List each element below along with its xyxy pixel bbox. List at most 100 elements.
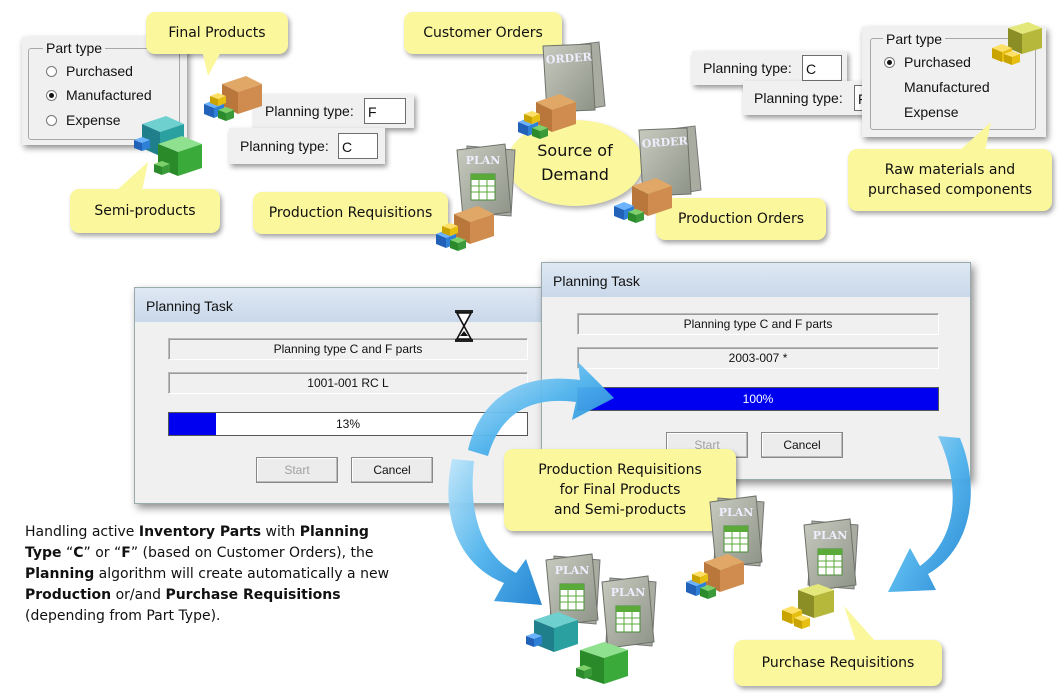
callout-production-orders: Production Orders [656, 198, 826, 240]
progress-fill [169, 413, 216, 435]
callout-tail [959, 122, 991, 151]
cancel-button[interactable]: Cancel [351, 457, 433, 483]
radio-button[interactable] [46, 114, 57, 126]
planning-type-label: Planning type: [240, 138, 329, 154]
doc-plan-label: PLAN [813, 529, 848, 542]
radio-expense[interactable]: Expense [46, 112, 120, 128]
plan-document-icon: PLAN [709, 495, 765, 569]
planning-type-label: Planning type: [265, 103, 354, 119]
radio-expense[interactable]: Expense [904, 104, 958, 120]
desc-bold: Inventory Parts [138, 524, 262, 540]
desc-bold: Planning [25, 566, 95, 582]
desc-text: (depending from Part Type). [25, 608, 221, 624]
desc-bold: F [121, 545, 131, 561]
callout-purchase-requisitions: Purchase Requisitions [734, 640, 942, 686]
description-text: Handling active Inventory Parts with Pla… [25, 522, 405, 627]
plan-document-icon: PLAN [601, 575, 657, 649]
planning-type-label: Planning type: [703, 60, 792, 76]
desc-text: with [261, 524, 300, 540]
planning-type-box-c-right: Planning type: C [692, 51, 847, 85]
product-boxes-icon [518, 94, 576, 139]
planning-task-dialog-left: Planning Task Planning type C and F part… [134, 287, 554, 504]
callout-production-requisitions: Production Requisitions [253, 192, 448, 234]
planning-type-field[interactable]: C [802, 55, 842, 81]
callout-text: Final Products [168, 25, 266, 41]
source-of-demand-ellipse: Source of Demand [507, 120, 643, 206]
callout-text-line1: Production Requisitions [538, 462, 702, 478]
order-document-icon: ORDER [638, 125, 702, 199]
desc-bold: Production [25, 587, 112, 603]
radio-manufactured[interactable]: Manufactured [46, 87, 152, 103]
desc-text: “ [61, 545, 74, 561]
curved-arrow-icon [468, 362, 614, 456]
part-type-legend: Part type [43, 40, 106, 56]
semi-product-boxes-icon [134, 116, 202, 176]
curved-arrow-icon [448, 459, 542, 605]
radio-label: Expense [66, 112, 121, 128]
callout-text: Production Orders [677, 211, 804, 227]
part-type-legend: Part type [883, 31, 946, 47]
callout-raw-materials: Raw materials and purchased components [848, 149, 1052, 211]
callout-customer-orders: Customer Orders [404, 12, 562, 54]
radio-purchased[interactable]: Purchased [46, 63, 133, 79]
part-type-fieldset [870, 38, 1036, 130]
callout-text-line2: purchased components [867, 182, 1033, 198]
raw-material-boxes-icon [992, 22, 1042, 65]
current-item-field: 1001-001 RC L [168, 372, 528, 394]
callout-final-products: Final Products [146, 12, 288, 54]
dialog-title: Planning Task [135, 288, 553, 322]
curved-arrow-icon [888, 436, 971, 592]
radio-manufactured[interactable]: Manufactured [904, 79, 990, 95]
start-button[interactable]: Start [256, 457, 338, 483]
hourglass-icon [455, 310, 473, 342]
radio-button[interactable] [46, 65, 57, 77]
semi-product-boxes-icon [526, 612, 628, 684]
radio-label: Manufactured [66, 87, 152, 103]
desc-text: ” or “ [83, 545, 122, 561]
callout-semi-products: Semi-products [70, 189, 220, 233]
product-boxes-icon [686, 554, 744, 599]
progress-bar: 100% [577, 387, 939, 411]
callout-text: Purchase Requisitions [761, 655, 915, 671]
radio-button-selected[interactable] [46, 89, 57, 101]
radio-button-selected[interactable] [884, 56, 895, 68]
planning-type-label: Planning type: [754, 90, 843, 106]
product-boxes-icon [436, 206, 494, 251]
desc-bold: Purchase Requisitions [165, 587, 341, 603]
callout-tail [202, 50, 222, 76]
progress-label: 100% [742, 392, 774, 406]
radio-label: Expense [904, 104, 959, 120]
order-document-icon: ORDER [542, 41, 606, 115]
doc-plan-label: PLAN [466, 154, 501, 167]
plan-document-icon: PLAN [456, 143, 516, 219]
callout-text: Production Requisitions [268, 205, 433, 221]
doc-plan-label: PLAN [719, 506, 754, 519]
doc-order-label: ORDER [641, 134, 688, 150]
planning-type-field[interactable]: F [364, 98, 406, 124]
callout-text: Customer Orders [423, 25, 543, 41]
radio-label: Purchased [904, 54, 971, 70]
doc-plan-label: PLAN [555, 564, 590, 577]
cancel-button[interactable]: Cancel [761, 432, 843, 458]
planning-type-box-f: Planning type: F [254, 94, 414, 128]
radio-label: Manufactured [904, 79, 990, 95]
callout-tail [116, 162, 148, 191]
product-boxes-icon [204, 76, 262, 121]
radio-purchased[interactable]: Purchased [884, 54, 971, 70]
callout-text: Semi-products [94, 203, 196, 219]
radio-label: Purchased [66, 63, 133, 79]
part-type-panel-right: Part type Purchased Manufactured Expense [862, 27, 1046, 137]
product-boxes-icon [614, 178, 672, 223]
callout-text-line3: and Semi-products [553, 502, 686, 518]
callout-text-line1: Raw materials and [884, 162, 1016, 178]
progress-label: 13% [335, 417, 361, 431]
current-item-field: 2003-007 * [577, 347, 939, 369]
planning-type-field[interactable]: C [338, 133, 378, 159]
progress-bar: 13% [168, 412, 528, 436]
plan-document-icon: PLAN [803, 518, 859, 592]
planning-type-box-c: Planning type: C [229, 128, 385, 164]
planning-task-dialog-right: Planning Task Planning type C and F part… [541, 262, 971, 480]
progress-fill [578, 388, 938, 410]
desc-text: or/and [111, 587, 166, 603]
source-of-demand-line1: Source of [537, 141, 613, 160]
